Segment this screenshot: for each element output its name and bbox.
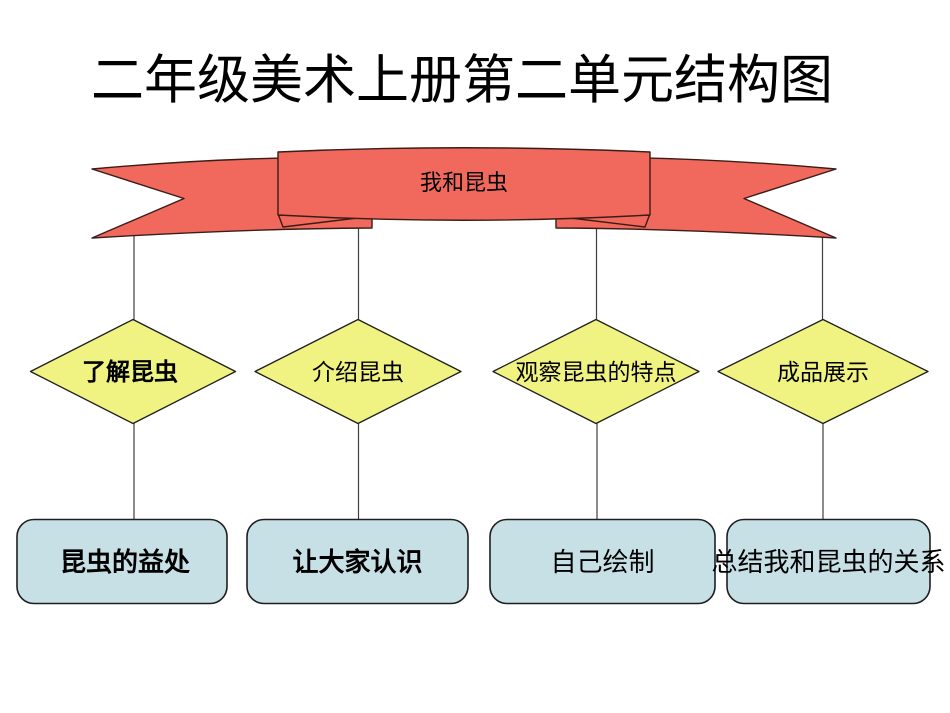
diamond-label: 介绍昆虫 — [312, 360, 404, 385]
box-node-3: 自己绘制 — [489, 518, 716, 605]
box-node-2: 让大家认识 — [246, 518, 469, 605]
box-node-1: 昆虫的益处 — [16, 518, 228, 605]
diamond-shape — [29, 318, 237, 425]
box-shape — [16, 518, 228, 605]
box-node-4: 总结我和昆虫的关系 — [711, 518, 946, 605]
diamond-label: 观察昆虫的特点 — [516, 360, 677, 385]
diamond-node-1: 了解昆虫 — [29, 318, 237, 425]
box-label: 总结我和昆虫的关系 — [711, 548, 945, 577]
box-shape — [489, 518, 716, 605]
slide-title: 二年级美术上册第二单元结构图 — [91, 52, 833, 110]
diamond-shape — [717, 318, 929, 425]
box-shape — [726, 518, 931, 605]
diamond-node-3: 观察昆虫的特点 — [492, 318, 700, 425]
box-shape — [246, 518, 469, 605]
diamond-label: 成品展示 — [777, 360, 869, 385]
banner-label: 我和昆虫 — [420, 170, 508, 195]
diamond-node-4: 成品展示 — [717, 318, 929, 425]
box-label: 自己绘制 — [550, 548, 654, 577]
connectors-bottom — [133, 423, 824, 520]
diamond-node-2: 介绍昆虫 — [254, 318, 462, 425]
banner-ribbon: 我和昆虫 — [91, 147, 837, 239]
diamond-shape — [254, 318, 462, 425]
box-label: 昆虫的益处 — [60, 547, 190, 577]
ribbon-panel — [277, 147, 651, 221]
box-label: 让大家认识 — [292, 547, 422, 577]
diamond-label: 了解昆虫 — [82, 358, 178, 386]
diamond-shape — [492, 318, 700, 425]
